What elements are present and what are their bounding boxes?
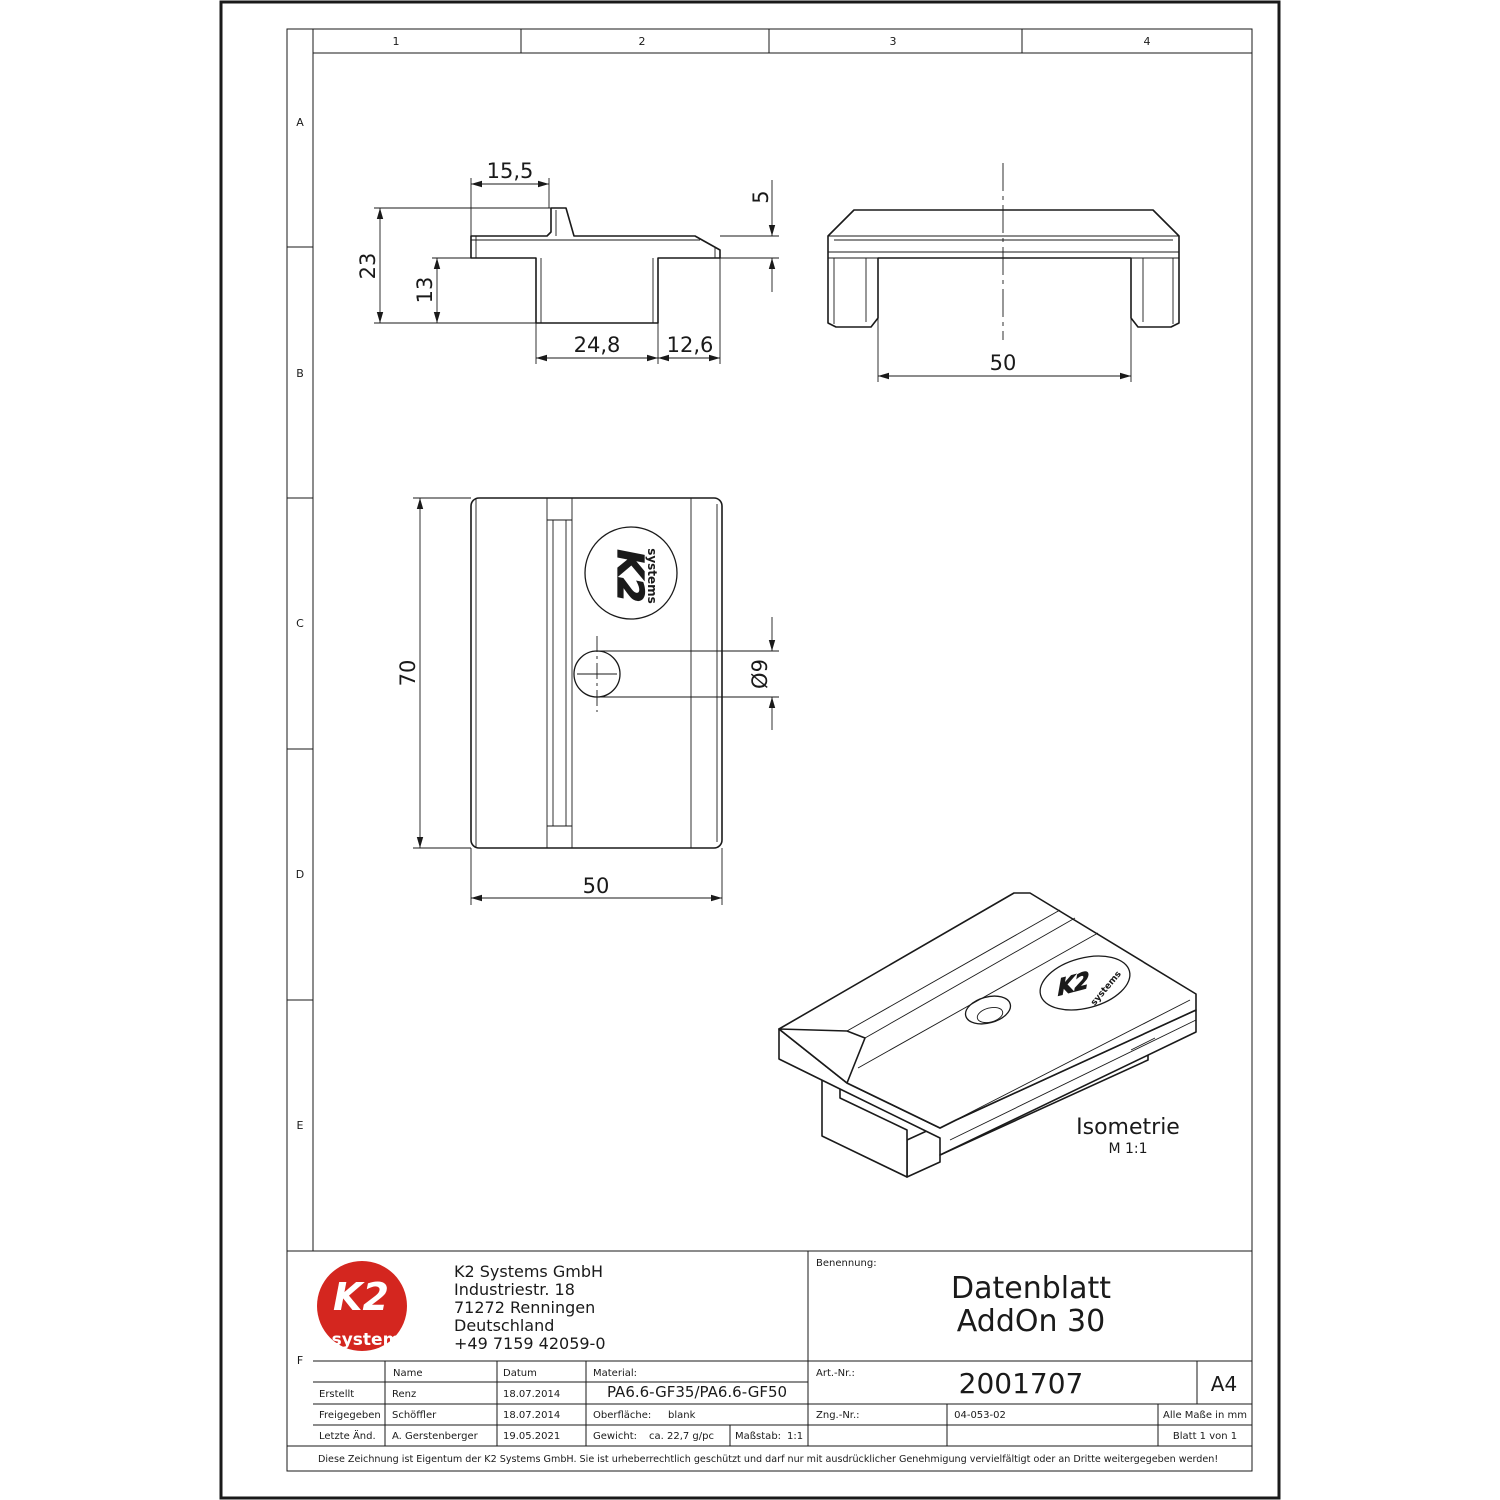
dim-side-right: 12,6 <box>667 333 714 357</box>
row-role-letzte-aend: Letzte Änd. <box>319 1429 376 1442</box>
company-phone: +49 7159 42059-0 <box>454 1334 606 1353</box>
embossed-logo-brand: K2 <box>609 550 650 603</box>
gewicht-value: ca. 22,7 g/pc <box>649 1431 714 1442</box>
row-date-freigegeben: 18.07.2014 <box>503 1410 560 1421</box>
outer-frame <box>219 0 1281 1500</box>
dim-top-length: 70 <box>396 660 420 687</box>
zone-col-4: 4 <box>1144 35 1151 48</box>
embossed-logo: K2 systems <box>584 526 678 620</box>
dim-top-width: 50 <box>583 874 610 898</box>
company-name: K2 Systems GmbH <box>454 1262 603 1281</box>
company-street: Industriestr. 18 <box>454 1280 575 1299</box>
drawing-area <box>312 52 1253 1252</box>
material-value: PA6.6-GF35/PA6.6-GF50 <box>607 1383 787 1401</box>
dim-side-top-step: 5 <box>749 190 773 203</box>
dim-hole-diameter: Ø9 <box>748 659 772 689</box>
company-country: Deutschland <box>454 1316 554 1335</box>
copyright-notice: Diese Zeichnung ist Eigentum der K2 Syst… <box>318 1454 1218 1465</box>
oberflaeche-value: blank <box>668 1410 696 1421</box>
dim-side-lower-height: 13 <box>413 277 437 304</box>
dim-side-top-width: 15,5 <box>487 159 534 183</box>
zone-row-b: B <box>296 367 304 380</box>
header-datum: Datum <box>503 1368 537 1379</box>
dim-side-total-height: 23 <box>356 253 380 280</box>
column-dividers <box>312 29 1023 53</box>
format-value: A4 <box>1211 1372 1237 1396</box>
isometric-view: K2 systems <box>778 892 1197 1178</box>
sheet-info: Blatt 1 von 1 <box>1173 1431 1237 1442</box>
massstab-value: 1:1 <box>787 1431 803 1442</box>
units-note: Alle Maße in mm <box>1163 1410 1247 1421</box>
oberflaeche-label: Oberfläche: <box>593 1410 651 1421</box>
zone-row-a: A <box>296 116 304 129</box>
dim-side-slot: 24,8 <box>574 333 621 357</box>
iso-title: Isometrie <box>1076 1115 1180 1140</box>
dim-front-slot-width: 50 <box>990 351 1017 375</box>
zone-row-d: D <box>296 868 304 881</box>
zone-col-1: 1 <box>393 35 400 48</box>
row-role-freigegeben: Freigegeben <box>319 1410 381 1421</box>
zone-row-f: F <box>297 1354 303 1367</box>
iso-scale: M 1:1 <box>1108 1141 1147 1157</box>
benennung-label: Benennung: <box>816 1258 877 1269</box>
zone-col-3: 3 <box>890 35 897 48</box>
gewicht-label: Gewicht: <box>593 1431 637 1442</box>
side-view: 15,5 23 13 5 24,8 12,6 <box>356 159 779 364</box>
embossed-logo-sub: systems <box>645 548 659 604</box>
header-name: Name <box>393 1368 423 1379</box>
row-role-erstellt: Erstellt <box>319 1389 354 1400</box>
artnr-label: Art.-Nr.: <box>816 1368 855 1379</box>
row-name-erstellt: Renz <box>392 1389 416 1400</box>
zngnr-value: 04-053-02 <box>954 1410 1006 1421</box>
company-logo-sub: systems <box>332 1330 411 1350</box>
title-block: K2 systems K2 Systems GmbH Industriestr.… <box>287 1251 1252 1465</box>
zone-row-c: C <box>296 617 304 630</box>
row-dividers <box>287 246 313 1252</box>
drawing-title-line2: AddOn 30 <box>957 1304 1105 1339</box>
top-view: K2 systems 70 50 Ø9 <box>396 497 779 905</box>
zngnr-label: Zng.-Nr.: <box>816 1410 860 1421</box>
company-city: 71272 Renningen <box>454 1298 595 1317</box>
row-name-letzte-aend: A. Gerstenberger <box>392 1431 479 1442</box>
row-date-letzte-aend: 19.05.2021 <box>503 1431 560 1442</box>
zone-row-e: E <box>297 1119 304 1132</box>
drawing-title-line1: Datenblatt <box>951 1271 1111 1306</box>
row-date-erstellt: 18.07.2014 <box>503 1389 560 1400</box>
company-logo: K2 systems <box>317 1261 410 1351</box>
zone-col-2: 2 <box>639 35 646 48</box>
massstab-label: Maßstab: <box>735 1431 781 1442</box>
front-view: 50 <box>827 163 1180 382</box>
company-logo-brand: K2 <box>333 1275 389 1319</box>
iso-hole <box>964 995 1012 1025</box>
material-label: Material: <box>593 1368 637 1379</box>
artnr-value: 2001707 <box>959 1367 1084 1400</box>
row-name-freigegeben: Schöffler <box>392 1410 437 1421</box>
